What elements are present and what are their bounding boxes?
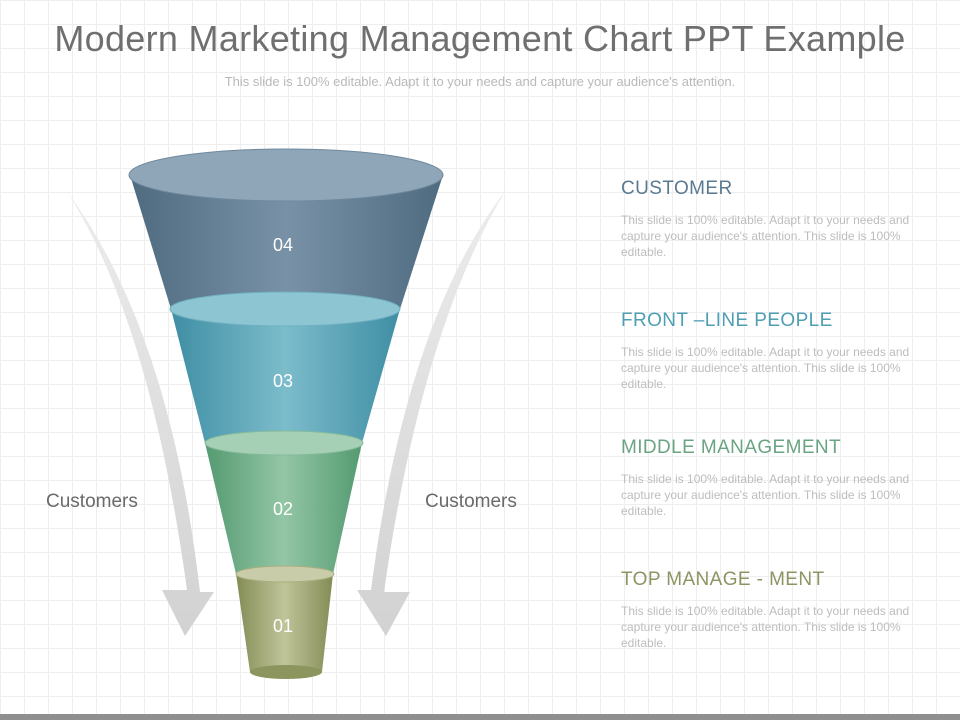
legend-title: CUSTOMER — [621, 178, 733, 199]
right-down-arrow-icon — [357, 190, 506, 636]
funnel-segment-04-top — [128, 148, 444, 202]
funnel-number-02: 02 — [273, 499, 293, 519]
legend-title: FRONT –LINE PEOPLE — [621, 310, 833, 331]
funnel-segment-03-top — [169, 291, 401, 327]
funnel-segment-01 — [236, 574, 333, 672]
funnel-segment-02-top — [204, 430, 364, 456]
slide-title: Modern Marketing Management Chart PPT Ex… — [54, 18, 906, 59]
legend-description: This slide is 100% editable. Adapt it to… — [621, 604, 910, 650]
legend-item-front-line-people: FRONT –LINE PEOPLE This slide is 100% ed… — [621, 310, 921, 392]
legend-item-middle-management: MIDDLE MANAGEMENT This slide is 100% edi… — [621, 437, 921, 519]
legend-description: This slide is 100% editable. Adapt it to… — [621, 472, 910, 518]
legend-item-customer: CUSTOMER This slide is 100% editable. Ad… — [621, 178, 921, 260]
customers-label-left: Customers — [46, 491, 138, 512]
legend-description: This slide is 100% editable. Adapt it to… — [621, 345, 910, 391]
funnel-number-01: 01 — [273, 616, 293, 636]
customers-label-right: Customers — [425, 491, 517, 512]
funnel-segment-01-top — [235, 565, 335, 583]
legend-item-top-management: TOP MANAGE - MENT This slide is 100% edi… — [621, 569, 921, 651]
funnel-segment-02 — [205, 443, 362, 574]
legend-title: TOP MANAGE - MENT — [621, 569, 825, 590]
legend-title: MIDDLE MANAGEMENT — [621, 437, 842, 458]
funnel-segment-01-bottom — [250, 665, 322, 679]
funnel-number-03: 03 — [273, 371, 293, 391]
slide-subtitle: This slide is 100% editable. Adapt it to… — [224, 74, 736, 89]
funnel-number-04: 04 — [273, 235, 293, 255]
bottom-divider — [0, 714, 960, 720]
funnel-segment-04 — [130, 175, 443, 309]
left-down-arrow-icon — [66, 190, 214, 636]
legend-description: This slide is 100% editable. Adapt it to… — [621, 213, 910, 259]
funnel-segment-03 — [171, 309, 400, 443]
